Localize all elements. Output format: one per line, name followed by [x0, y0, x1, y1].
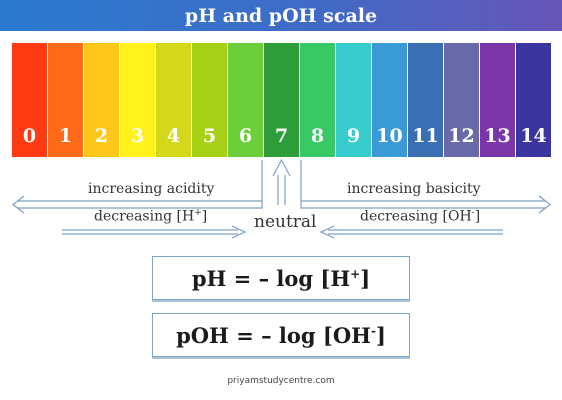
ph-cell-4: 4	[156, 43, 191, 157]
decreasing-h-arrow	[62, 225, 247, 239]
ph-value: 2	[94, 125, 109, 147]
ph-cell-9: 9	[336, 43, 371, 157]
neutral-arrow	[272, 158, 291, 205]
decreasing-h-label: decreasing [H+]	[94, 208, 208, 225]
ph-formula: pH = – log [H+]	[191, 265, 371, 291]
ph-value: 11	[412, 125, 439, 147]
ph-cell-11: 11	[408, 43, 443, 157]
ph-value: 13	[484, 125, 511, 147]
ph-cell-14: 14	[516, 43, 551, 157]
ph-cell-0: 0	[12, 43, 47, 157]
ph-value: 0	[22, 125, 37, 147]
increasing-acidity-label: increasing acidity	[88, 181, 215, 197]
basicity-arrow	[300, 160, 551, 214]
ph-formula-box: pH = – log [H+]	[152, 256, 410, 300]
ph-value: 7	[274, 125, 289, 147]
ph-cell-2: 2	[84, 43, 119, 157]
ph-value: 8	[310, 125, 325, 147]
ph-cell-10: 10	[372, 43, 407, 157]
ph-cell-7: 7	[264, 43, 299, 157]
increasing-basicity-label: increasing basicity	[347, 181, 481, 197]
poh-formula: pOH = – log [OH-]	[176, 322, 386, 348]
ph-value: 3	[130, 125, 145, 147]
ph-value: 6	[238, 125, 253, 147]
ph-cell-6: 6	[228, 43, 263, 157]
ph-cell-1: 1	[48, 43, 83, 157]
acidity-arrow	[12, 160, 263, 214]
ph-cell-8: 8	[300, 43, 335, 157]
ph-cell-5: 5	[192, 43, 227, 157]
page-title: pH and pOH scale	[184, 4, 378, 27]
poh-formula-box: pOH = – log [OH-]	[152, 313, 410, 357]
neutral-label: neutral	[254, 212, 317, 232]
decreasing-oh-label: decreasing [OH-]	[360, 208, 481, 225]
ph-cell-3: 3	[120, 43, 155, 157]
decreasing-oh-arrow	[319, 225, 503, 239]
ph-cell-12: 12	[444, 43, 479, 157]
ph-value: 5	[202, 125, 217, 147]
ph-value: 1	[58, 125, 73, 147]
ph-cell-13: 13	[480, 43, 515, 157]
ph-value: 12	[448, 125, 475, 147]
credit-text: priyamstudycentre.com	[227, 376, 335, 386]
ph-value: 14	[520, 125, 547, 147]
ph-value: 10	[376, 125, 403, 147]
title-bar: pH and pOH scale	[0, 0, 562, 31]
ph-value: 4	[166, 125, 181, 147]
ph-value: 9	[346, 125, 361, 147]
